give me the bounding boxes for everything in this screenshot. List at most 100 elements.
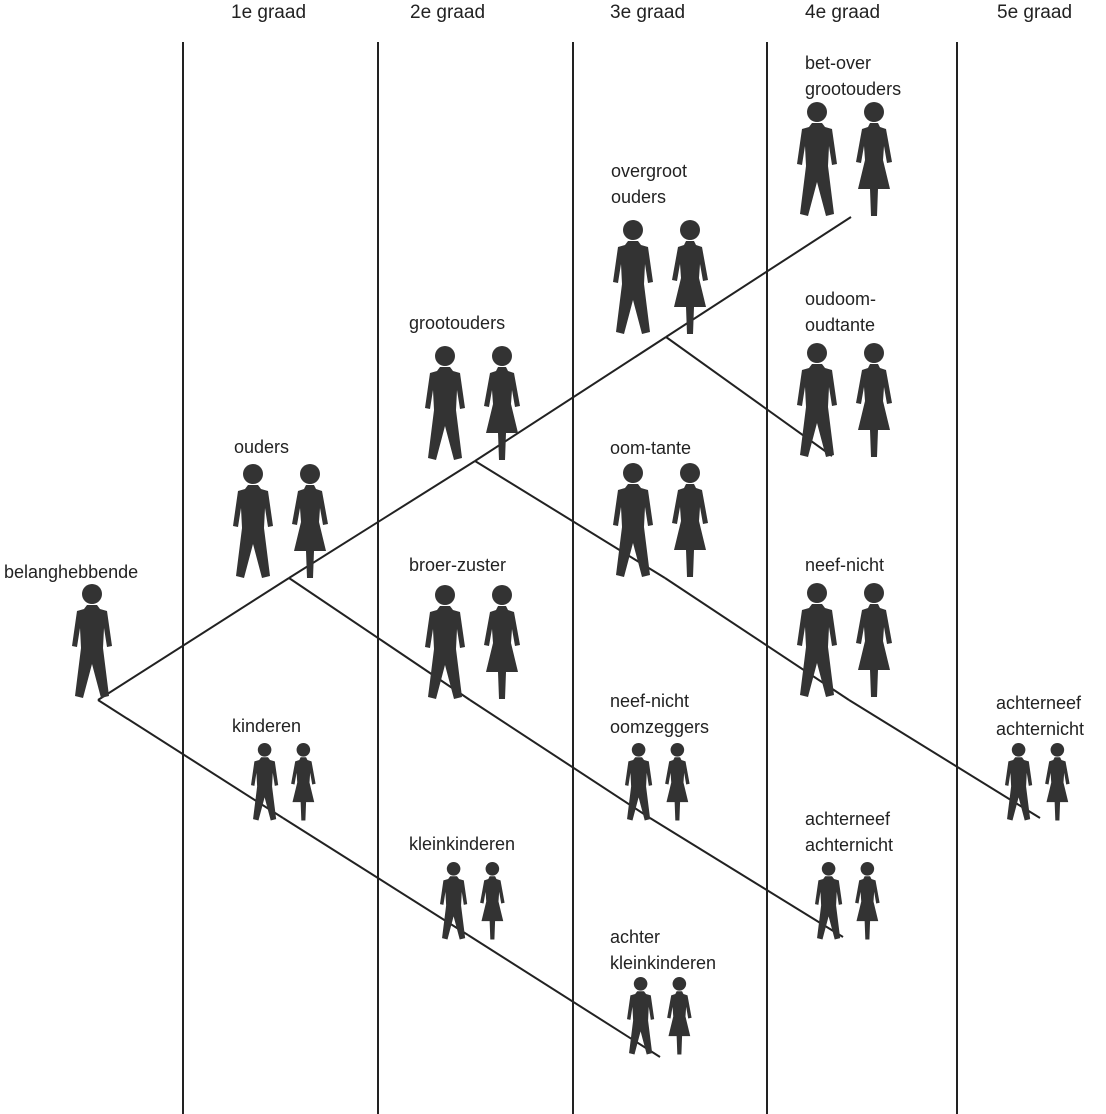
label-line: broer-zuster [409,555,507,575]
label-line: neef-nicht [610,691,690,711]
man-figure-icon [425,585,465,699]
man-figure-icon [251,743,279,821]
connector-line [474,460,666,579]
woman-figure-icon [856,583,892,697]
woman-figure-icon [480,862,505,940]
couple-figures-icon [425,585,520,699]
label-line: achterneef [996,693,1082,713]
couple-figures-icon [1005,743,1070,821]
connector-line [97,699,284,819]
label-line: grootouders [805,79,902,99]
label-line: oomzeggers [610,717,710,737]
woman-figure-icon [856,343,892,457]
connector-line [665,216,852,338]
man-figure-icon [613,220,653,334]
man-figure-icon [613,463,653,577]
label-overgrootouders: overgroot ouders [611,158,687,210]
degree-header-1: 1e graad [231,2,307,23]
woman-figure-icon [665,743,690,821]
label-line: ouders [611,187,667,207]
woman-figure-icon [291,743,316,821]
connector-line [288,460,476,579]
couple-figures-icon [625,743,690,821]
label-line: achter [610,927,661,947]
label-achterneef-5: achterneef achternicht [996,690,1084,742]
label-line: oudtante [805,315,876,335]
woman-figure-icon [292,464,328,578]
man-figure-icon [627,977,655,1055]
man-figure-icon [233,464,273,578]
woman-figure-icon [667,977,692,1055]
label-line: achternicht [805,835,894,855]
couple-figures-icon [251,743,316,821]
man-figure-icon [625,743,653,821]
label-oom-tante: oom-tante [610,435,691,461]
woman-figure-icon [855,862,880,940]
label-line: oom-tante [610,438,692,458]
couple-figures-icon [627,977,692,1055]
couple-figures-icon [797,343,892,457]
woman-figure-icon [1045,743,1070,821]
label-neef-nicht: neef-nicht [805,552,884,578]
couple-figures-icon [815,862,880,940]
connector-line [649,817,844,938]
label-grootouders: grootouders [409,310,505,336]
label-belanghebbende: belanghebbende [4,559,138,585]
label-line: kinderen [232,716,302,736]
degree-header-5: 5e graad [997,2,1073,23]
label-achterneef-4: achterneef achternicht [805,806,893,858]
degree-header-4: 4e graad [805,2,881,23]
couple-figures-icon [425,346,520,460]
label-line: overgroot [611,161,688,181]
label-line: grootouders [409,313,506,333]
label-line: belanghebbende [4,562,139,582]
couple-figures-icon [797,102,892,216]
label-broer-zuster: broer-zuster [409,552,506,578]
label-neef-nicht-oomzeggers: neef-nicht oomzeggers [610,688,709,740]
degree-dividers [182,42,958,1114]
label-line: neef-nicht [805,555,885,575]
couple-figures-icon [233,464,328,578]
couple-figures-icon [797,583,892,697]
label-betovergrootouders: bet-over grootouders [805,50,901,102]
man-figure-icon [1005,743,1033,821]
label-ouders: ouders [234,434,289,460]
connector-line [848,699,1041,819]
label-line: kleinkinderen [409,834,516,854]
man-figure-icon [815,862,843,940]
person-figure-icon [72,584,112,698]
connector-line [469,699,651,819]
couple-figures-icon [613,463,708,577]
label-line: ouders [234,437,290,457]
connector-line [474,336,667,462]
connector-line [467,934,661,1058]
person-figures [72,102,1070,1055]
connector-line [97,577,290,701]
woman-figure-icon [672,463,708,577]
woman-figure-icon [672,220,708,334]
connector-line [282,817,469,936]
connector-lines [97,216,1041,1058]
label-line: kleinkinderen [610,953,717,973]
label-kleinkinderen: kleinkinderen [409,831,515,857]
label-line: oudoom- [805,289,877,309]
label-line: achternicht [996,719,1085,739]
man-figure-icon [797,583,837,697]
label-line: bet-over [805,53,872,73]
man-figure-icon [440,862,468,940]
label-kinderen: kinderen [232,713,301,739]
man-figure-icon [425,346,465,460]
degree-header-2: 2e graad [410,2,486,23]
man-figure-icon [797,343,837,457]
degree-header-3: 3e graad [610,2,686,23]
label-line: achterneef [805,809,891,829]
label-achterkleinkinderen: achter kleinkinderen [610,924,716,976]
connector-line [664,577,850,701]
man-figure-icon [797,102,837,216]
woman-figure-icon [484,346,520,460]
label-oudoom-oudtante: oudoom-oudtante [805,286,876,338]
couple-figures-icon [440,862,505,940]
couple-figures-icon [613,220,708,334]
